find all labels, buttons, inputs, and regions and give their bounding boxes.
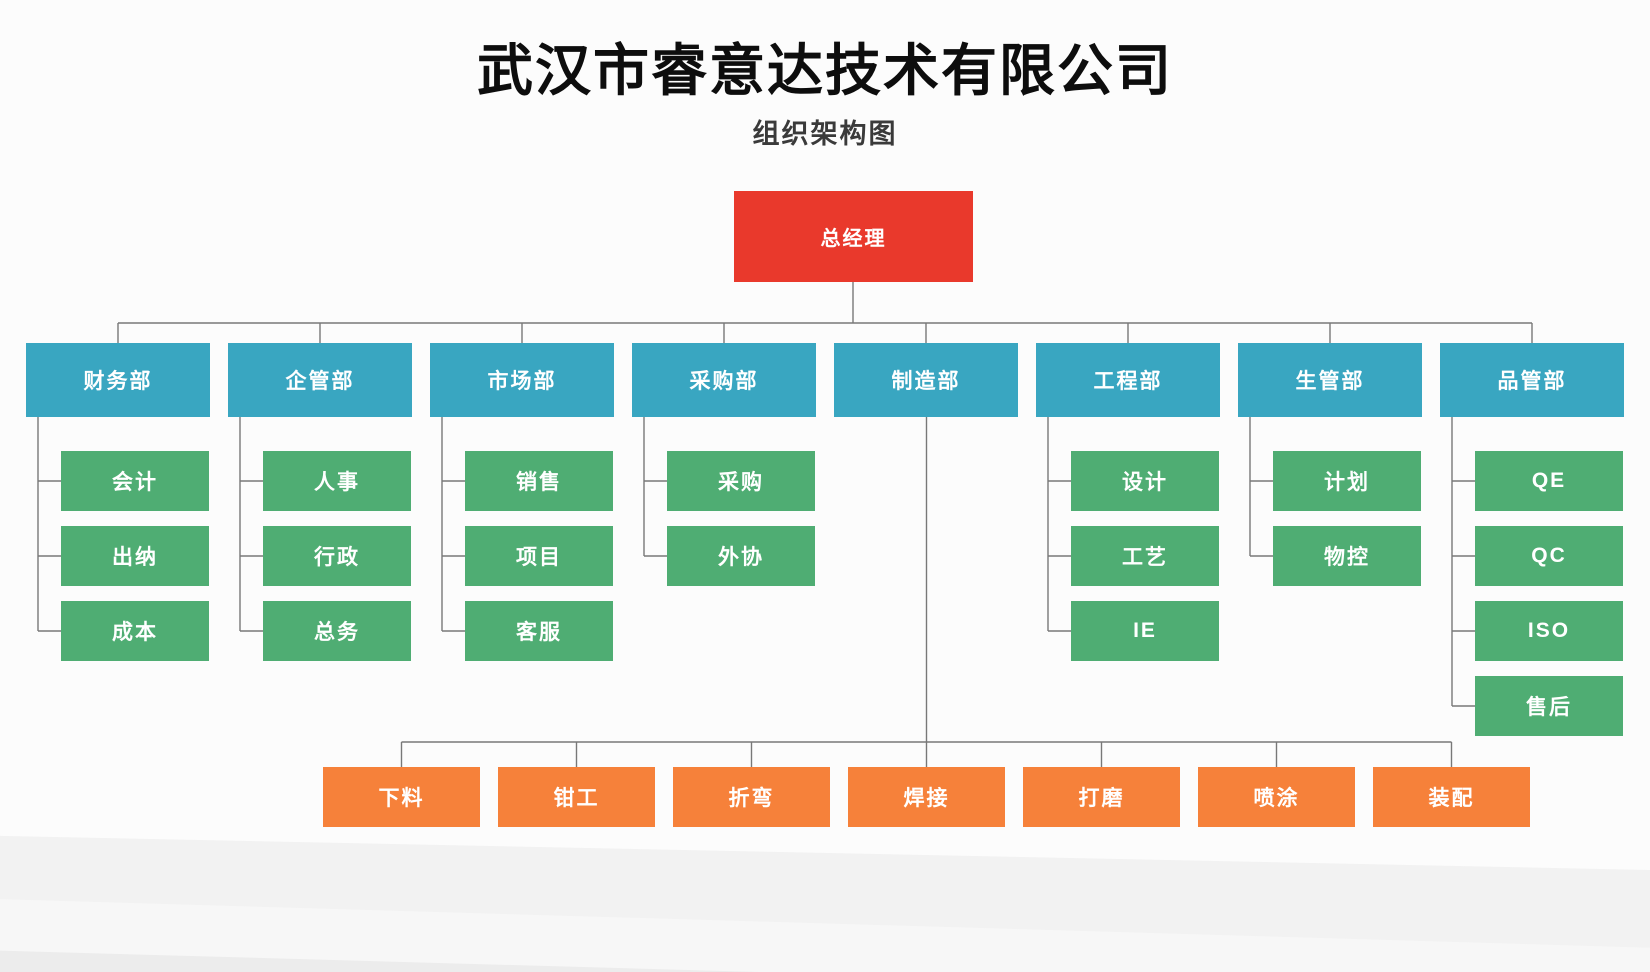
- node-cost: 成本: [61, 601, 209, 661]
- node-assembly: 装配: [1373, 767, 1530, 827]
- node-benchwork: 钳工: [498, 767, 655, 827]
- page-subtitle: 组织架构图: [752, 119, 898, 149]
- node-general-manager: 总经理: [734, 191, 973, 282]
- node-cashier: 出纳: [61, 526, 209, 586]
- node-ie: IE: [1071, 601, 1219, 661]
- node-after-sales: 售后: [1475, 676, 1623, 736]
- node-customer-service: 客服: [465, 601, 613, 661]
- node-process: 工艺: [1071, 526, 1219, 586]
- connector-paths: [37, 282, 1533, 767]
- node-manufacturing-dept: 制造部: [834, 343, 1018, 417]
- page-title: 武汉市睿意达技术有限公司: [477, 39, 1173, 102]
- node-purchasing-dept: 采购部: [632, 343, 816, 417]
- node-accounting: 会计: [61, 451, 209, 511]
- node-admin: 行政: [263, 526, 411, 586]
- node-engineering-dept: 工程部: [1036, 343, 1220, 417]
- node-project: 项目: [465, 526, 613, 586]
- node-planning: 计划: [1273, 451, 1421, 511]
- node-painting: 喷涂: [1198, 767, 1355, 827]
- node-bending: 折弯: [673, 767, 830, 827]
- node-production-mgmt-dept: 生管部: [1238, 343, 1422, 417]
- node-grinding: 打磨: [1023, 767, 1180, 827]
- node-qc: QC: [1475, 526, 1623, 586]
- node-quality-mgmt-dept: 品管部: [1440, 343, 1624, 417]
- node-hr: 人事: [263, 451, 411, 511]
- node-welding: 焊接: [848, 767, 1005, 827]
- node-general-affairs: 总务: [263, 601, 411, 661]
- node-outsourcing: 外协: [667, 526, 815, 586]
- node-design: 设计: [1071, 451, 1219, 511]
- node-sales: 销售: [465, 451, 613, 511]
- node-purchasing: 采购: [667, 451, 815, 511]
- node-finance-dept: 财务部: [26, 343, 210, 417]
- node-marketing-dept: 市场部: [430, 343, 614, 417]
- node-blanking: 下料: [323, 767, 480, 827]
- node-material-control: 物控: [1273, 526, 1421, 586]
- node-enterprise-mgmt-dept: 企管部: [228, 343, 412, 417]
- node-iso: ISO: [1475, 601, 1623, 661]
- node-qe: QE: [1475, 451, 1623, 511]
